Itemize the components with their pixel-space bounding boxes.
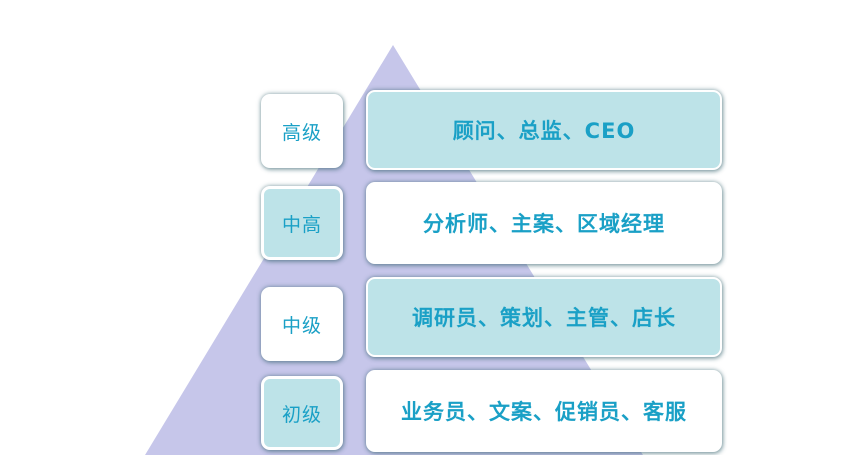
level-label-senior: 高级 (261, 94, 343, 168)
role-box-mid-senior: 分析师、主案、区域经理 (366, 182, 722, 264)
role-box-junior: 业务员、文案、促销员、客服 (366, 370, 722, 452)
role-box-senior: 顾问、总监、CEO (366, 90, 722, 170)
level-label-mid: 中级 (261, 287, 343, 361)
role-box-mid: 调研员、策划、主管、店长 (366, 277, 722, 357)
level-label-junior: 初级 (261, 376, 343, 450)
level-label-mid-senior: 中高 (261, 186, 343, 260)
